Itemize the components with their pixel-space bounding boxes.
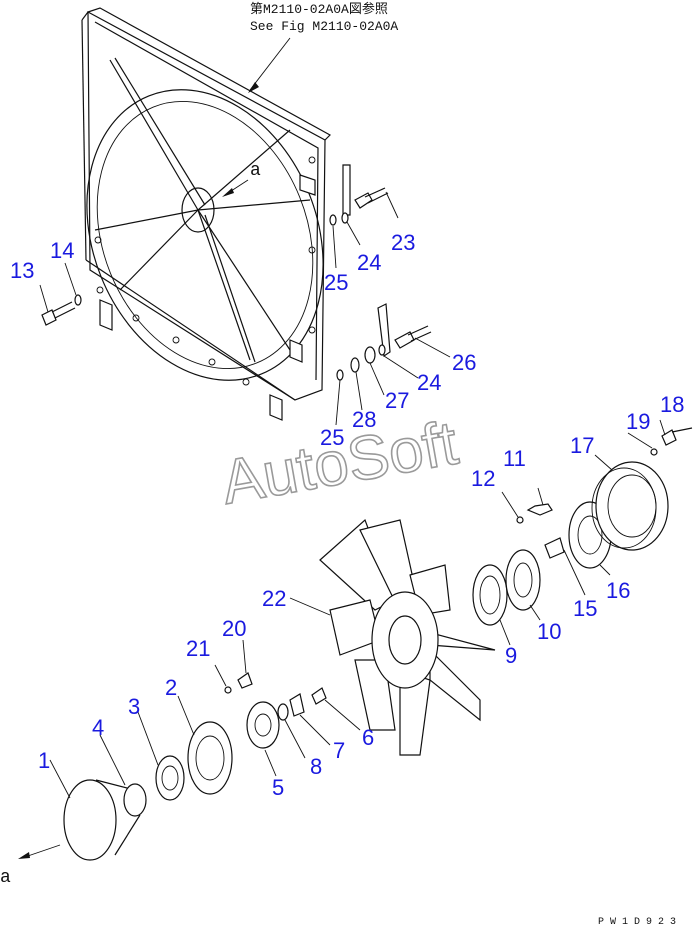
- callout-7: 7: [333, 738, 345, 763]
- lower-left-group: [18, 597, 361, 861]
- callout-2: 2: [165, 675, 177, 700]
- callout-22: 22: [262, 586, 286, 611]
- callout-12: 12: [471, 466, 495, 491]
- callout-24-lower: 24: [417, 370, 441, 395]
- view-mark-a-top: a: [250, 161, 261, 181]
- lower-bracket-group: [335, 303, 451, 426]
- right-hub-group: [472, 419, 693, 646]
- reference-line-1: 第M2110-02A0A図参照: [250, 1, 388, 17]
- callout-23: 23: [391, 230, 415, 255]
- callout-17: 17: [570, 433, 594, 458]
- callout-21: 21: [186, 636, 210, 661]
- left-bolt-group: [39, 262, 82, 326]
- callout-19: 19: [626, 409, 650, 434]
- callout-8: 8: [310, 754, 322, 779]
- callout-1: 1: [38, 748, 50, 773]
- callout-9: 9: [505, 643, 517, 668]
- callout-25-lower: 25: [320, 425, 344, 450]
- callout-6: 6: [362, 725, 374, 750]
- callout-14: 14: [50, 238, 74, 263]
- callout-4: 4: [92, 715, 104, 740]
- upper-bracket-group: [329, 164, 399, 269]
- callout-28: 28: [352, 407, 376, 432]
- callout-25-upper: 25: [324, 270, 348, 295]
- callout-5: 5: [272, 775, 284, 800]
- callout-15: 15: [573, 596, 597, 621]
- callout-27: 27: [385, 388, 409, 413]
- fan-shroud-frame: [81, 7, 331, 421]
- view-mark-a-bottom: a: [0, 868, 11, 888]
- callout-20: 20: [222, 616, 246, 641]
- callout-26: 26: [452, 350, 476, 375]
- reference-line-2: See Fig M2110-02A0A: [250, 19, 398, 34]
- callout-16: 16: [606, 578, 630, 603]
- footer-code: P W 1 D 9 2 3: [598, 917, 676, 928]
- callout-11: 11: [503, 446, 526, 471]
- callout-18: 18: [660, 392, 684, 417]
- callout-numbers: 1 2 3 4 5 6 7 8 9 10 11 12 13 14 15 16 1…: [10, 230, 684, 800]
- callout-13: 13: [10, 258, 34, 283]
- callout-24-upper: 24: [357, 250, 381, 275]
- fan-assembly: [319, 518, 496, 756]
- callout-3: 3: [128, 694, 140, 719]
- callout-10: 10: [537, 619, 561, 644]
